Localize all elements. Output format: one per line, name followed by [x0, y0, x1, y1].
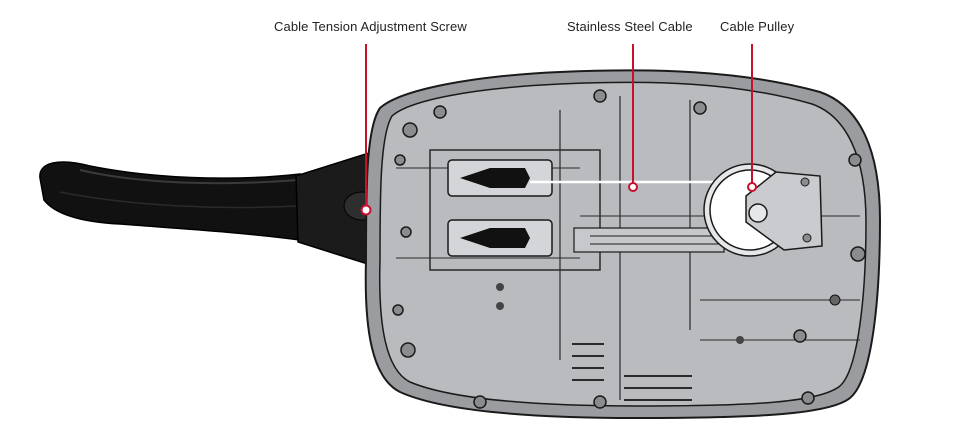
anchor-dot: [360, 182, 757, 216]
callout-tension-screw: Cable Tension Adjustment Screw: [274, 19, 467, 34]
callout-stainless-cable: Stainless Steel Cable: [567, 19, 693, 34]
leader-line: [365, 44, 753, 206]
pulley-wheel: [703, 163, 823, 257]
screw-boss: [392, 89, 866, 409]
lever-handle: [39, 150, 381, 268]
callout-cable-pulley: Cable Pulley: [720, 19, 795, 34]
